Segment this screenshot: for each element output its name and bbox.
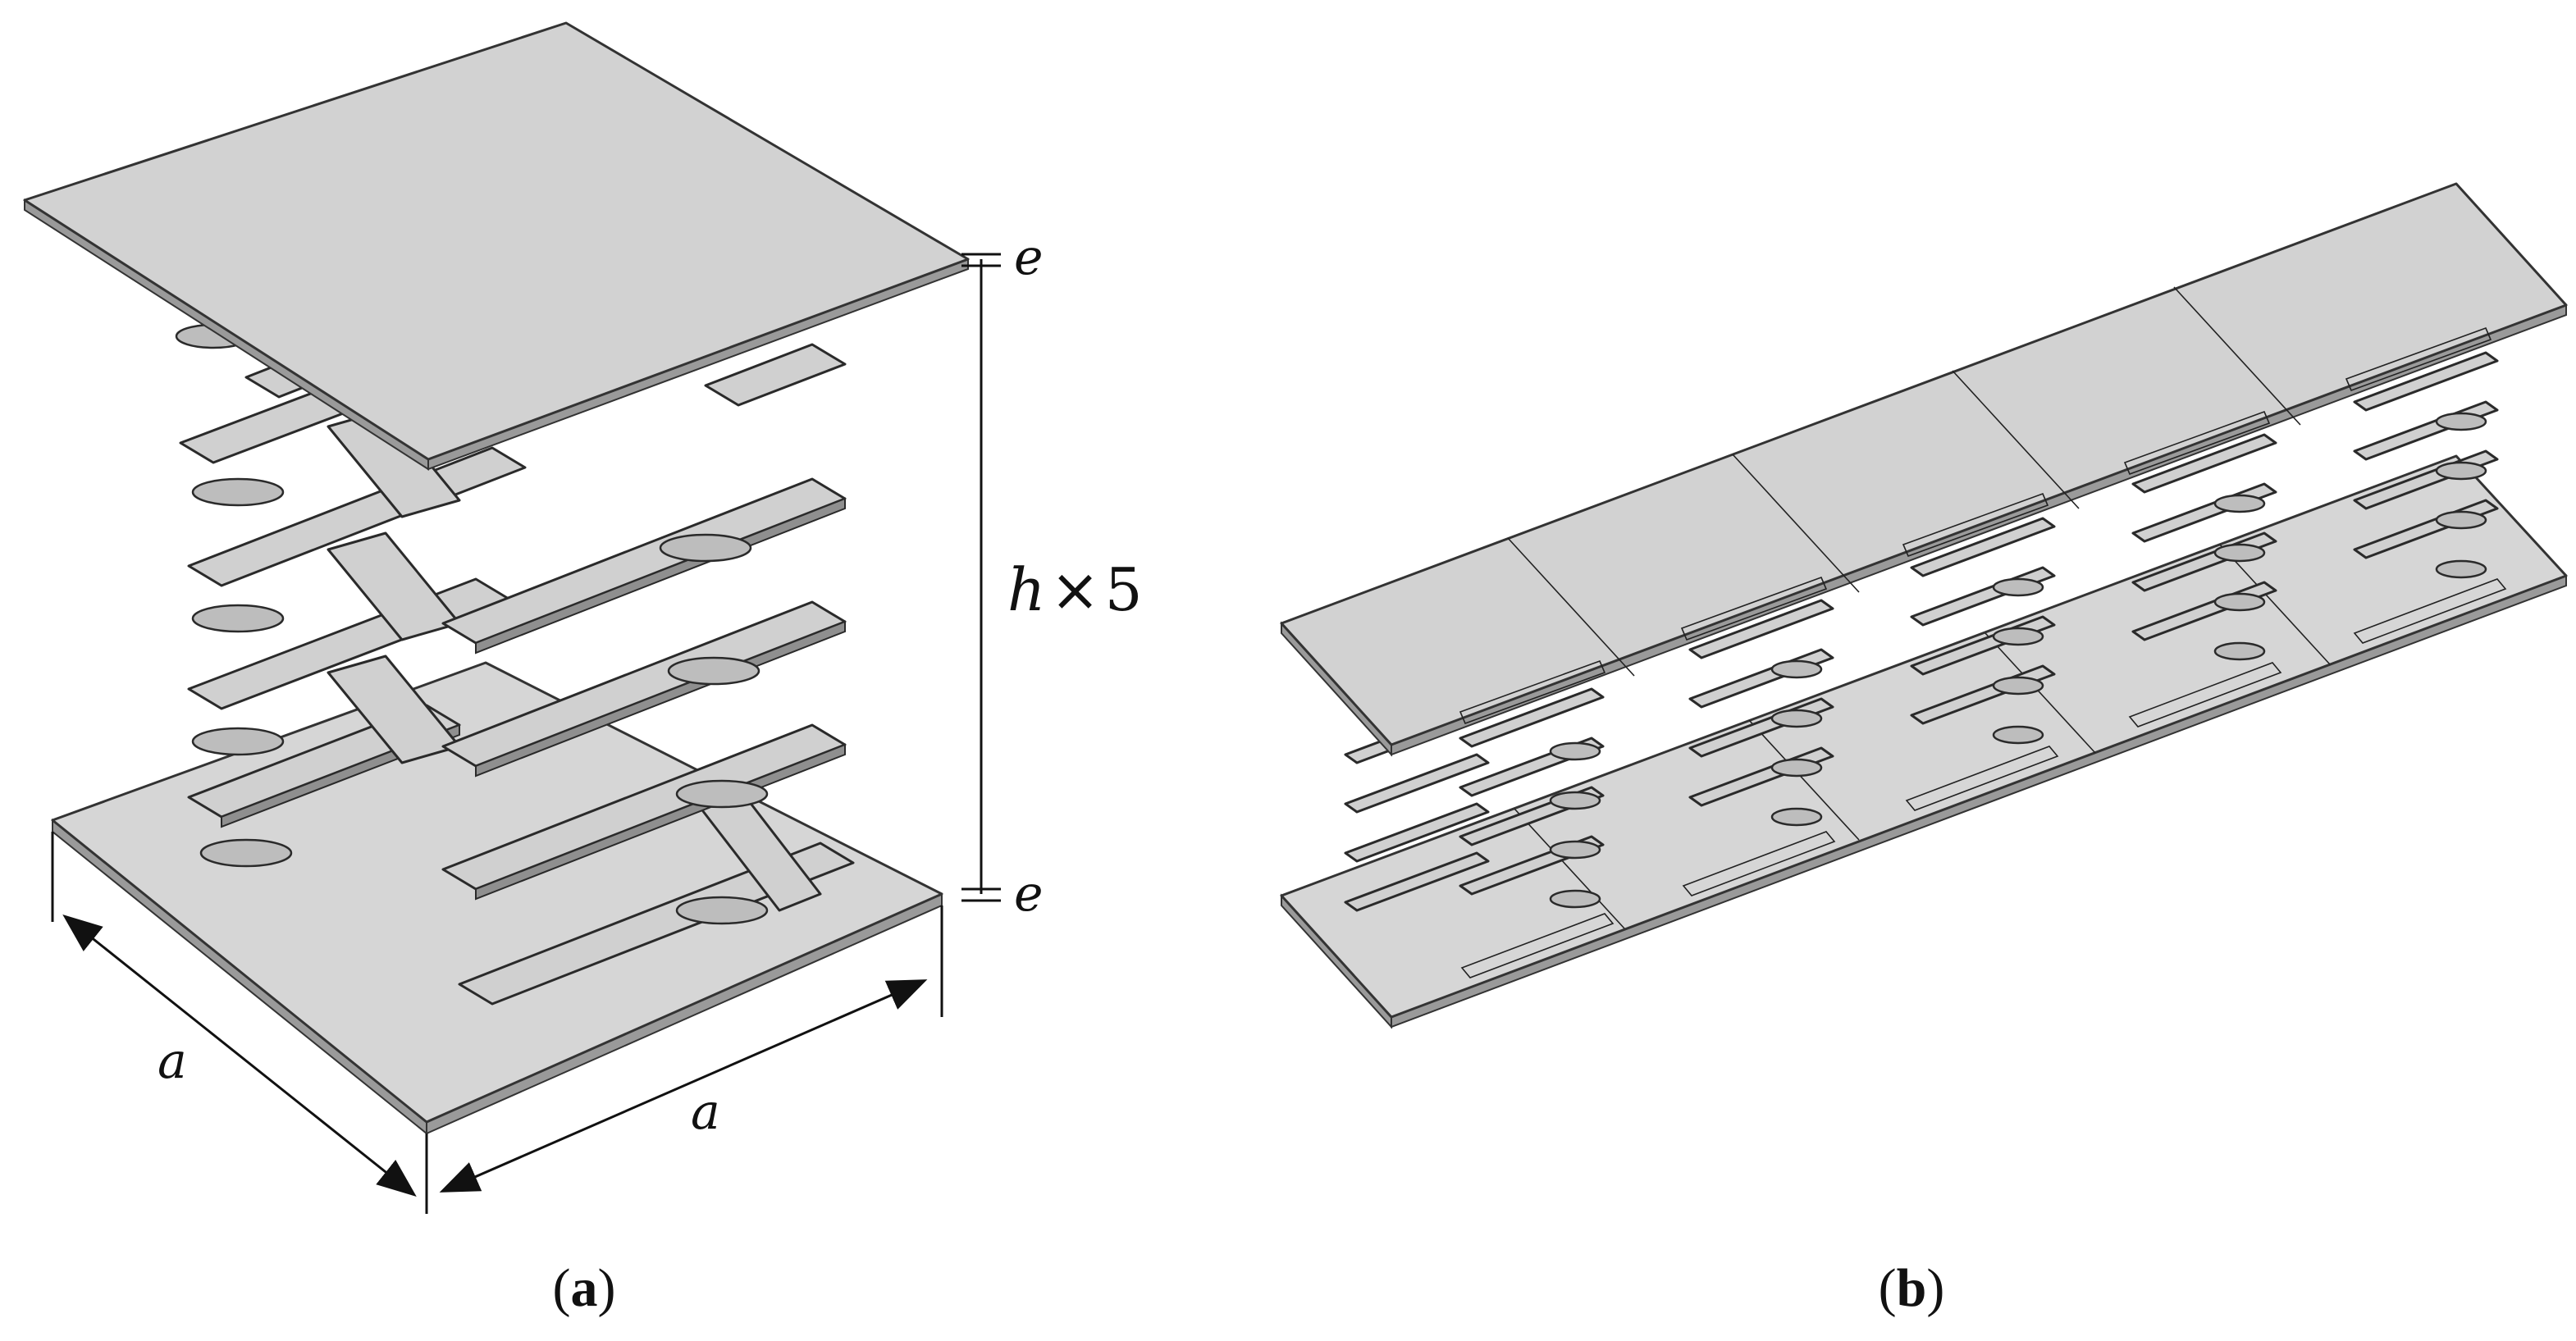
unit-cell: [1344, 687, 1605, 912]
unit-cell: [1910, 517, 2056, 745]
caption-b: (b): [1879, 1258, 1945, 1318]
caption-a-open: (: [553, 1258, 571, 1318]
caption-a: (a): [553, 1258, 616, 1318]
label-h: h: [1007, 555, 1045, 624]
label-a-right: a: [691, 1083, 720, 1141]
unit-cell: [2131, 433, 2277, 661]
label-times: ×: [1050, 555, 1099, 624]
height-dimension: [961, 253, 1001, 902]
caption-a-letter: a: [571, 1258, 598, 1318]
beam-array: [1344, 351, 2499, 912]
panel-b-drawing: [1280, 182, 2568, 1029]
base-dimensions: [51, 832, 943, 1214]
unit-cell: [2353, 351, 2499, 579]
panel-a-drawing: e e h×5 a a: [23, 21, 1143, 1214]
label-e-top: e: [1014, 229, 1044, 286]
label-e-bottom: e: [1014, 865, 1044, 923]
beam-layer: [187, 446, 847, 778]
top-plate-array: [1280, 182, 2568, 757]
label-h-times-5: h×5: [1007, 555, 1143, 624]
beam-stack: [175, 285, 855, 1006]
caption-b-letter: b: [1897, 1258, 1927, 1318]
unit-cell: [1688, 599, 1834, 827]
top-plate: [23, 21, 970, 471]
caption-a-close: ): [598, 1258, 616, 1318]
label-5: 5: [1105, 555, 1143, 624]
label-a-left: a: [158, 1033, 187, 1090]
caption-b-open: (: [1879, 1258, 1897, 1318]
caption-b-close: ): [1926, 1258, 1944, 1318]
